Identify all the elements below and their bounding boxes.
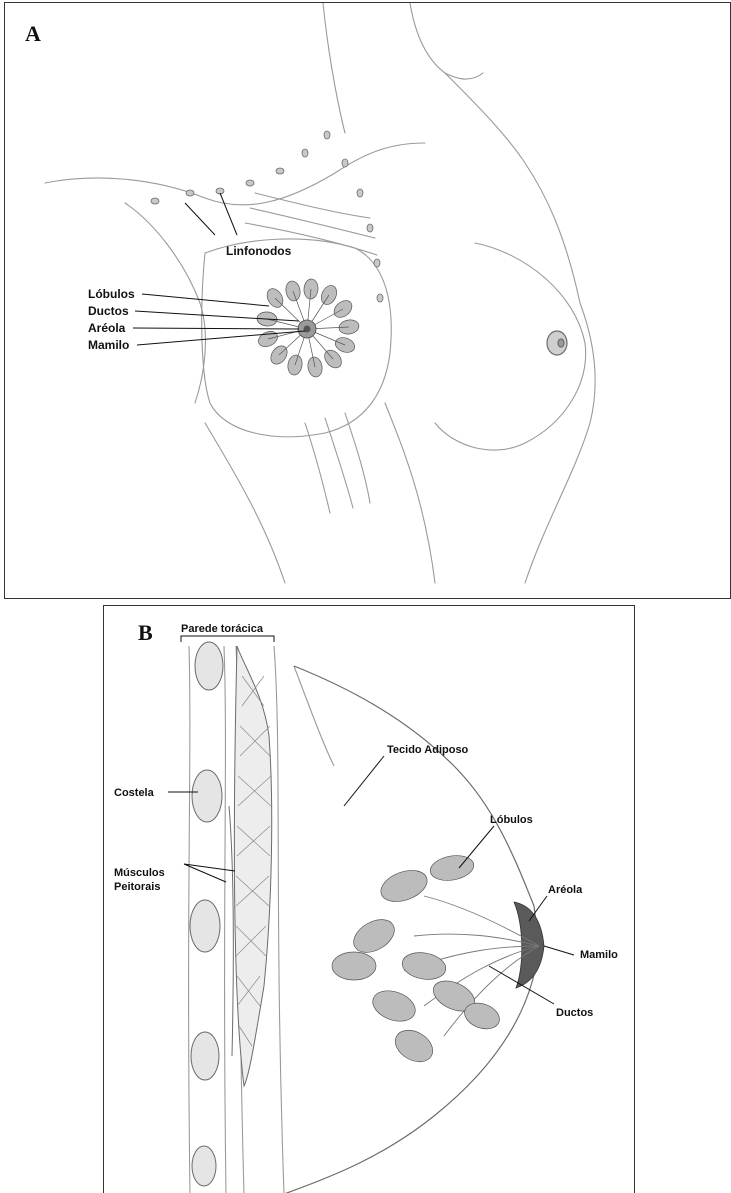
- panel-a-frontal-view: A Linfonodos Lóbulos Ductos Aréola Mamil…: [4, 2, 731, 599]
- panel-b-sagittal-view: B Parede torácica Costela Músculos Peito…: [103, 605, 635, 1193]
- rib-label: Costela: [114, 786, 154, 800]
- ducts-label-a: Ductos: [88, 304, 129, 318]
- pectoral-muscles-label-line1: Músculos: [114, 866, 165, 880]
- panel-b-letter: B: [138, 620, 153, 646]
- nipple-label-b: Mamilo: [580, 948, 618, 962]
- lymph-nodes-label: Linfonodos: [226, 244, 291, 258]
- frontal-anatomy-illustration: [5, 3, 731, 599]
- nipple-label-a: Mamilo: [88, 338, 129, 352]
- areola-label-b: Aréola: [548, 883, 582, 897]
- areola-label-a: Aréola: [88, 321, 125, 335]
- panel-a-letter: A: [25, 21, 41, 47]
- lobules-label-a: Lóbulos: [88, 287, 135, 301]
- chest-wall-label: Parede torácica: [181, 622, 263, 636]
- sagittal-anatomy-illustration: [104, 606, 635, 1193]
- ducts-label-b: Ductos: [556, 1006, 593, 1020]
- pectoral-muscles-label-line2: Peitorais: [114, 880, 160, 894]
- adipose-tissue-label: Tecido Adiposo: [387, 743, 468, 757]
- lobules-label-b: Lóbulos: [490, 813, 533, 827]
